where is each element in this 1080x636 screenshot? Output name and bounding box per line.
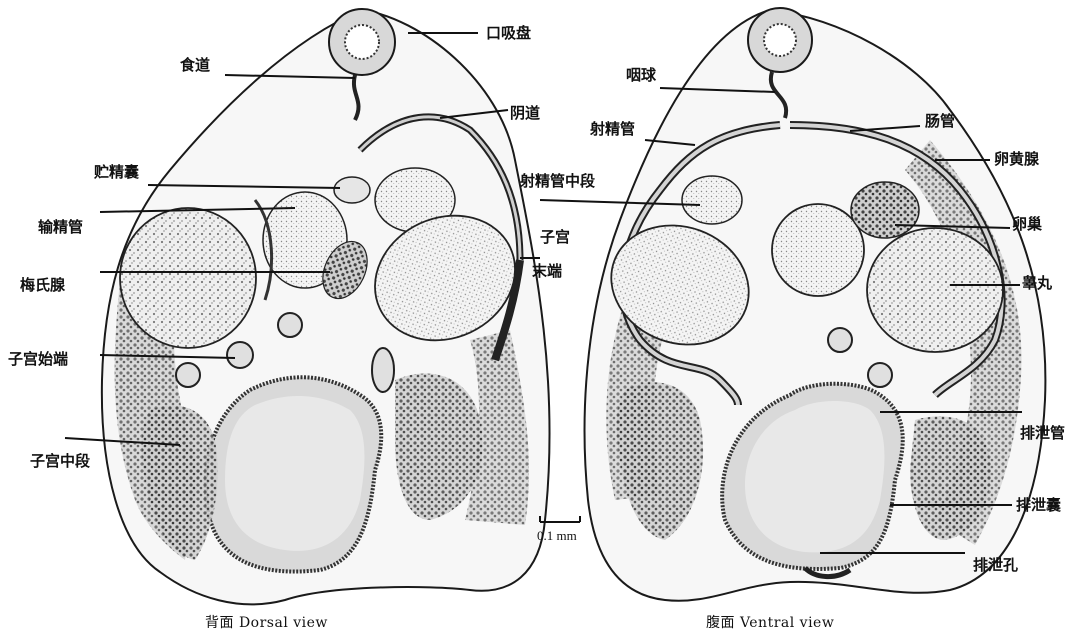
dorsal-uterus-coil-1 (227, 342, 253, 368)
label-vitellarium: 卵黄腺 (994, 150, 1039, 168)
label-pharynx: 咽球 (626, 66, 656, 84)
label-mehlis-gland: 梅氏腺 (20, 276, 65, 294)
label-excretory-bladder: 排泄囊 (1016, 496, 1061, 514)
ventral-coil-1 (828, 328, 852, 352)
dorsal-specimen (102, 9, 550, 604)
dorsal-uterus-coil-3 (176, 363, 200, 387)
label-vagina: 阴道 (510, 104, 540, 122)
scale-bar-label: 0.1 mm (537, 528, 577, 544)
label-seminal-vesicle: 贮精囊 (94, 163, 139, 181)
ventral-coil-2 (868, 363, 892, 387)
label-ejaculatory-duct-middle: 射精管中段 (520, 172, 595, 190)
ventral-specimen (585, 8, 1046, 601)
label-intestine: 肠管 (925, 112, 955, 130)
dorsal-excretory-bladder-inner (225, 396, 364, 551)
label-testis: 睾丸 (1022, 274, 1052, 292)
label-esophagus: 食道 (180, 56, 210, 74)
caption-dorsal: 背面 Dorsal view (205, 612, 328, 632)
label-uterus-start: 子宫始端 (8, 350, 68, 368)
dorsal-testis-left (120, 208, 256, 348)
label-uterus-middle: 子宫中段 (30, 452, 90, 470)
ventral-ventral-sucker (772, 204, 864, 296)
dorsal-uterus-loop (372, 348, 394, 392)
ventral-oral-sucker-lumen (764, 24, 796, 56)
dorsal-oral-sucker-lumen (345, 25, 379, 59)
label-excretory-pore: 排泄孔 (973, 556, 1018, 574)
label-uterus-end-line2: 末端 (532, 262, 562, 280)
ventral-ejaculatory-duct-body (682, 176, 742, 224)
label-excretory-duct: 排泄管 (1020, 424, 1065, 442)
label-oral-sucker: 口吸盘 (486, 24, 531, 42)
label-vas-deferens: 输精管 (38, 218, 83, 236)
caption-ventral: 腹面 Ventral view (706, 612, 834, 632)
ventral-ovary (851, 182, 919, 238)
dorsal-uterus-coil-2 (278, 313, 302, 337)
label-ovary: 卵巢 (1012, 215, 1042, 233)
ventral-testis-large (867, 228, 1003, 352)
dorsal-seminal-vesicle (334, 177, 370, 203)
label-uterus-end-line1: 子宫 (540, 228, 570, 246)
label-ejaculatory-duct: 射精管 (590, 120, 635, 138)
